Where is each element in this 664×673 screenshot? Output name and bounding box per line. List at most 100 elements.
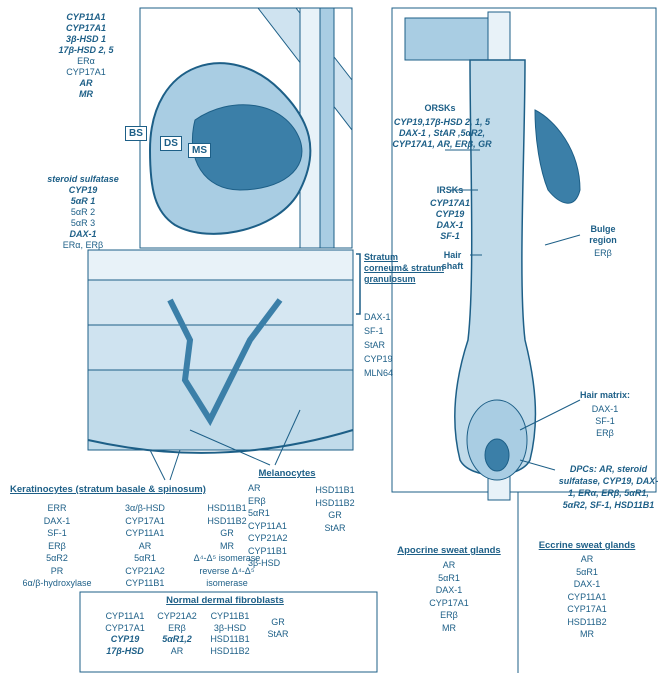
seb-side-2: 5αR 1 bbox=[38, 196, 128, 207]
stratum-item-1: SF-1 bbox=[364, 324, 393, 338]
ker-c1-0: ERR bbox=[12, 502, 102, 515]
stratum-item-0: DAX-1 bbox=[364, 310, 393, 324]
sebaceous-top-list: CYP11A1 CYP17A1 3β-HSD 1 17β-HSD 2, 5 ER… bbox=[56, 12, 116, 100]
melanocytes-col2: HSD11B1 HSD11B2 GR StAR bbox=[305, 484, 365, 534]
ker-c2-2: CYP11A1 bbox=[110, 527, 180, 540]
mel-c1-6: 3β-HSD bbox=[248, 557, 308, 570]
mel-c1-2: 5αR1 bbox=[248, 507, 308, 520]
irsks-title: IRSKs bbox=[430, 185, 470, 196]
fib-col3: CYP11B1 3β-HSD HSD11B1 HSD11B2 bbox=[205, 611, 255, 657]
keratinocytes-col1: ERR DAX-1 SF-1 ERβ 5αR2 PR 6α/β-hydroxyl… bbox=[12, 502, 102, 590]
ecc-1: 5αR1 bbox=[537, 566, 637, 579]
stratum-spinosum-layer bbox=[88, 325, 353, 370]
ker-c2-6: CYP11B1 bbox=[110, 577, 180, 590]
orsks-title: ORSKs bbox=[415, 103, 465, 114]
irsks-item-3: SF-1 bbox=[425, 231, 475, 242]
seb-top-6: AR bbox=[56, 78, 116, 89]
stratum-item-2: StAR bbox=[364, 338, 393, 352]
mel-c1-0: AR bbox=[248, 482, 308, 495]
seb-side-0: steroid sulfatase bbox=[38, 174, 128, 185]
mel-c1-4: CYP21A2 bbox=[248, 532, 308, 545]
seb-top-7: MR bbox=[56, 89, 116, 100]
ecc-5: HSD11B2 bbox=[537, 616, 637, 629]
ecc-3: CYP11A1 bbox=[537, 591, 637, 604]
seb-top-1: CYP17A1 bbox=[56, 23, 116, 34]
seb-side-3: 5αR 2 bbox=[38, 207, 128, 218]
apo-3: CYP17A1 bbox=[399, 597, 499, 610]
ker-c2-3: AR bbox=[110, 540, 180, 553]
hair-epidermis-block bbox=[405, 18, 500, 60]
ker-c1-2: SF-1 bbox=[12, 527, 102, 540]
ms-tag: MS bbox=[188, 143, 211, 158]
ker-c2-4: 5αR1 bbox=[110, 552, 180, 565]
seb-top-4: ERα bbox=[56, 56, 116, 67]
eccrine-title: Eccrine sweat glands bbox=[522, 540, 652, 551]
stratum-item-3: CYP19 bbox=[364, 352, 393, 366]
melanocytes-title: Melanocytes bbox=[252, 468, 322, 479]
ker-c1-6: 6α/β-hydroxylase bbox=[12, 577, 102, 590]
fib-c3-0: CYP11B1 bbox=[205, 611, 255, 623]
ecc-2: DAX-1 bbox=[537, 578, 637, 591]
fib-c3-2: HSD11B1 bbox=[205, 634, 255, 646]
mel-c2-0: HSD11B1 bbox=[305, 484, 365, 497]
fib-c3-3: HSD11B2 bbox=[205, 646, 255, 658]
ker-c1-3: ERβ bbox=[12, 540, 102, 553]
stratum-header: Stratum corneum& stratum granulosum bbox=[364, 252, 444, 285]
apocrine-list: AR 5αR1 DAX-1 CYP17A1 ERβ MR bbox=[399, 559, 499, 634]
fib-c2-1: ERβ bbox=[152, 623, 202, 635]
ker-c1-4: 5αR2 bbox=[12, 552, 102, 565]
ecc-6: MR bbox=[537, 628, 637, 641]
mel-c1-5: CYP11B1 bbox=[248, 545, 308, 558]
matrix-items: DAX-1 SF-1 ERβ bbox=[560, 403, 650, 439]
mel-c1-3: CYP11A1 bbox=[248, 520, 308, 533]
seb-side-1: CYP19 bbox=[38, 185, 128, 196]
ker-c2-1: CYP17A1 bbox=[110, 515, 180, 528]
fib-c1-0: CYP11A1 bbox=[100, 611, 150, 623]
mel-c2-1: HSD11B2 bbox=[305, 497, 365, 510]
stratum-items: DAX-1 SF-1 StAR CYP19 MLN64 bbox=[364, 310, 393, 380]
ker-c1-5: PR bbox=[12, 565, 102, 578]
stratum-corneum-layer bbox=[88, 250, 353, 280]
fibroblasts-title: Normal dermal fibroblasts bbox=[130, 595, 320, 606]
apo-1: 5αR1 bbox=[399, 572, 499, 585]
fib-col1: CYP11A1 CYP17A1 CYP19 17β-HSD bbox=[100, 611, 150, 657]
seb-side-4: 5αR 3 bbox=[38, 218, 128, 229]
apocrine-title: Apocrine sweat glands bbox=[384, 545, 514, 556]
ker-c3-6: isomerase bbox=[182, 577, 272, 590]
hair-sebaceous-lobe bbox=[535, 110, 580, 203]
ecc-4: CYP17A1 bbox=[537, 603, 637, 616]
stratum-granulosum-layer bbox=[88, 280, 353, 325]
matrix-item-0: DAX-1 bbox=[560, 403, 650, 415]
apo-4: ERβ bbox=[399, 609, 499, 622]
melanocytes-col1: AR ERβ 5αR1 CYP11A1 CYP21A2 CYP11B1 3β-H… bbox=[248, 482, 308, 570]
seb-top-3: 17β-HSD 2, 5 bbox=[56, 45, 116, 56]
ker-c1-1: DAX-1 bbox=[12, 515, 102, 528]
matrix-item-1: SF-1 bbox=[560, 415, 650, 427]
matrix-title: Hair matrix: bbox=[560, 390, 650, 401]
mel-c2-2: GR bbox=[305, 509, 365, 522]
fib-c4-1: StAR bbox=[258, 629, 298, 641]
orsks-text: CYP19,17β-HSD 2, 1, 5 DAX-1 , StAR ,5αR2… bbox=[392, 117, 492, 150]
sebaceous-side-list: steroid sulfatase CYP19 5αR 1 5αR 2 5αR … bbox=[38, 174, 128, 251]
seb-top-0: CYP11A1 bbox=[56, 12, 116, 23]
irsks-item-0: CYP17A1 bbox=[425, 198, 475, 209]
fib-c1-2: CYP19 bbox=[100, 634, 150, 646]
dermal-papilla bbox=[485, 439, 509, 471]
apo-5: MR bbox=[399, 622, 499, 635]
bulge-item: ERβ bbox=[578, 248, 628, 259]
irsks-item-2: DAX-1 bbox=[425, 220, 475, 231]
stratum-label: Stratum corneum& stratum granulosum bbox=[364, 252, 444, 285]
fib-c2-3: AR bbox=[152, 646, 202, 658]
stratum-item-4: MLN64 bbox=[364, 366, 393, 380]
seb-side-5: DAX-1 bbox=[38, 229, 128, 240]
apo-0: AR bbox=[399, 559, 499, 572]
ker-c2-0: 3α/β-HSD bbox=[110, 502, 180, 515]
ds-tag: DS bbox=[160, 136, 182, 151]
hair-shaft-label: Hair shaft bbox=[435, 250, 470, 272]
seb-side-6: ERα, ERβ bbox=[38, 240, 128, 251]
bulge-title: Bulge region bbox=[578, 224, 628, 246]
irsks-item-1: CYP19 bbox=[425, 209, 475, 220]
stratum-basale-layer bbox=[88, 370, 353, 450]
eccrine-list: AR 5αR1 DAX-1 CYP11A1 CYP17A1 HSD11B2 MR bbox=[537, 553, 637, 641]
fib-col4: GR StAR bbox=[258, 617, 298, 640]
